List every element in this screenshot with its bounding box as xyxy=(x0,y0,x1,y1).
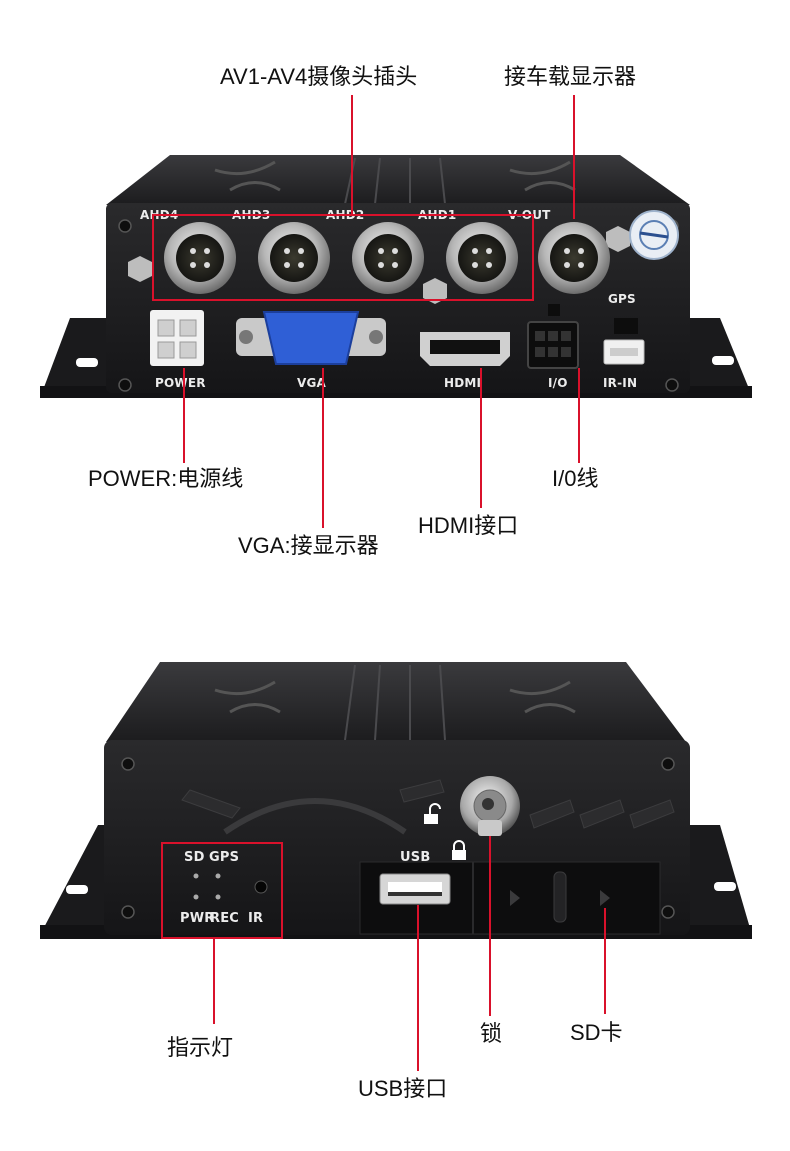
indicator-leds xyxy=(193,873,268,900)
callout-vga: VGA:接显示器 xyxy=(238,533,379,558)
unlock-icon xyxy=(424,803,441,824)
leader-display xyxy=(573,95,575,219)
bottom-device-lid xyxy=(106,662,686,742)
label-gps-led: GPS xyxy=(209,850,240,865)
label-sd: SD xyxy=(184,850,205,865)
callout-power: POWER:电源线 xyxy=(88,466,244,491)
callout-io: I/0线 xyxy=(552,466,599,491)
top-device-lid xyxy=(106,155,690,205)
leader-lock xyxy=(489,836,491,1016)
callout-hdmi: HDMI接口 xyxy=(418,513,519,538)
leader-sd xyxy=(604,908,606,1014)
leader-camera xyxy=(351,95,353,215)
lock-icon xyxy=(452,840,466,860)
callout-car-display: 接车载显示器 xyxy=(504,64,637,89)
key-lock xyxy=(460,776,520,836)
label-vga: VGA xyxy=(297,376,327,390)
label-power: POWER xyxy=(155,376,206,390)
label-pwr: PWR xyxy=(180,911,215,926)
ahd-highlight-box xyxy=(152,214,534,301)
leader-hdmi xyxy=(480,368,482,508)
ahd-connectors xyxy=(164,222,610,294)
label-rec: REC xyxy=(210,911,240,926)
rear-lower-ports xyxy=(150,304,645,369)
leader-io xyxy=(578,368,580,463)
usb-sd-door xyxy=(359,861,661,935)
callout-indicator: 指示灯 xyxy=(167,1035,234,1060)
label-irin: IR-IN xyxy=(603,376,638,390)
leader-power xyxy=(183,368,185,463)
indicator-highlight-box xyxy=(161,842,283,939)
leader-indicator xyxy=(213,939,215,1024)
label-ir: IR xyxy=(248,911,264,926)
label-hdmi: HDMI xyxy=(444,376,482,390)
label-gps: GPS xyxy=(608,292,636,306)
label-io: I/O xyxy=(548,376,568,390)
leader-usb xyxy=(417,905,419,1071)
callout-usb: USB接口 xyxy=(358,1076,448,1101)
leader-vga xyxy=(322,368,324,528)
label-usb: USB xyxy=(400,850,431,865)
callout-sd-card: SD卡 xyxy=(570,1020,623,1045)
callout-camera-plugs: AV1-AV4摄像头插头 xyxy=(220,64,418,89)
callout-lock: 锁 xyxy=(480,1021,503,1046)
